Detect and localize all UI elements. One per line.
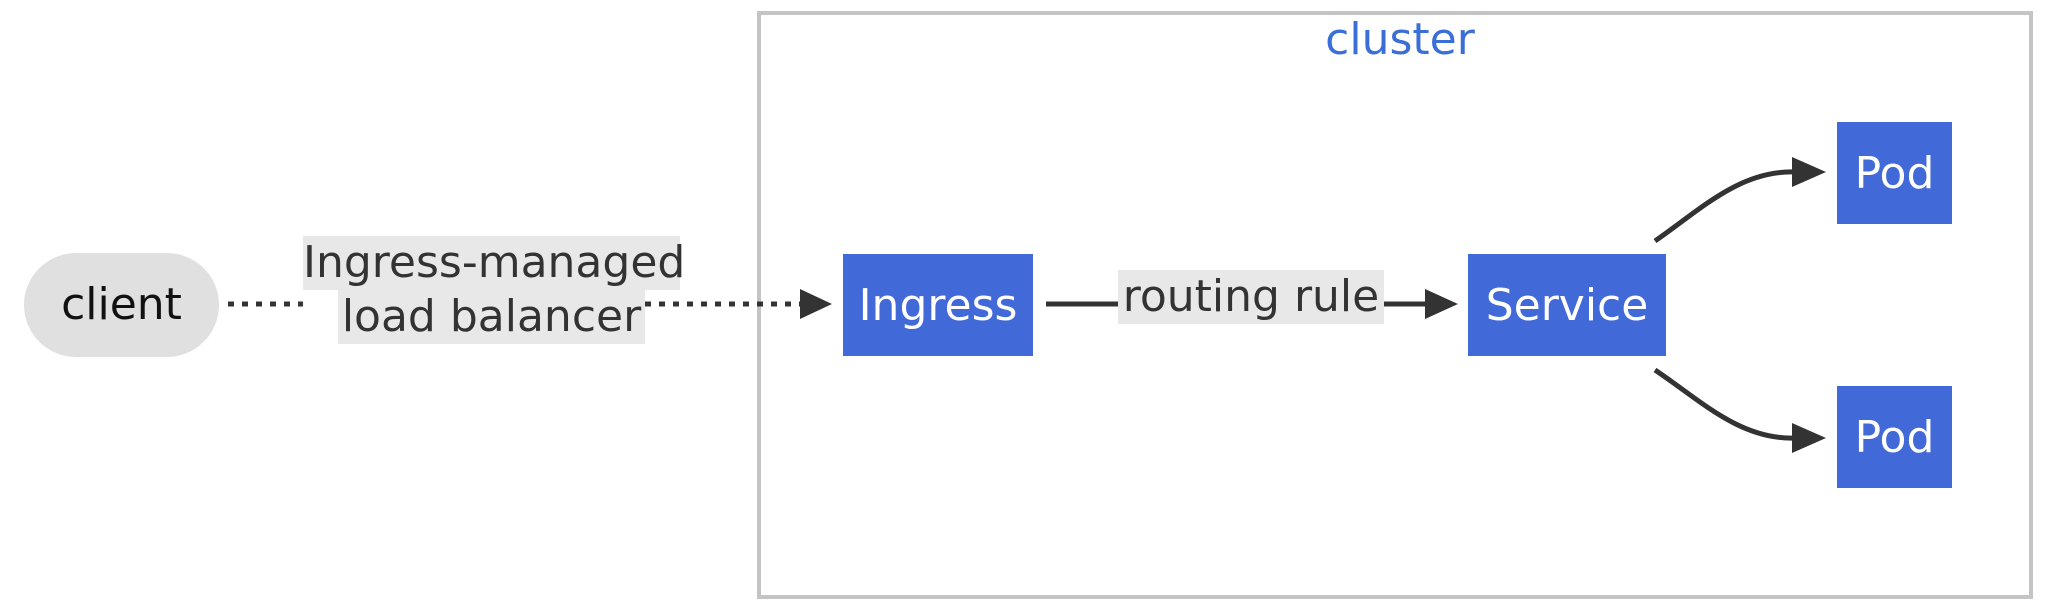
arrowhead-pod-1 [1792,157,1826,187]
arrowhead-ingress [800,289,832,319]
pod-node-2[interactable]: Pod [1837,386,1952,488]
edge-service-to-pod-1 [1653,157,1826,244]
pod-node-1[interactable]: Pod [1837,122,1952,224]
ingress-node[interactable]: Ingress [843,254,1033,356]
service-node-label: Service [1485,279,1649,331]
cluster-title: cluster [1325,14,1475,65]
ingress-node-label: Ingress [858,279,1018,331]
edge-service-to-pod-2 [1653,367,1826,453]
edge-label-load-balancer-line-2: load balancer [338,290,645,344]
pod-node-2-label: Pod [1854,411,1935,463]
arrowhead-pod-2 [1792,423,1826,453]
arrowhead-service [1425,289,1458,319]
pod-node-1-label: Pod [1854,147,1935,199]
edge-ingress-to-service [1046,289,1458,319]
edge-client-to-ingress [228,289,832,319]
service-node[interactable]: Service [1468,254,1666,356]
client-node[interactable]: client [24,253,219,357]
edge-label-routing-rule: routing rule [1118,270,1384,324]
edge-label-load-balancer-line-1: Ingress-managed [303,236,686,290]
